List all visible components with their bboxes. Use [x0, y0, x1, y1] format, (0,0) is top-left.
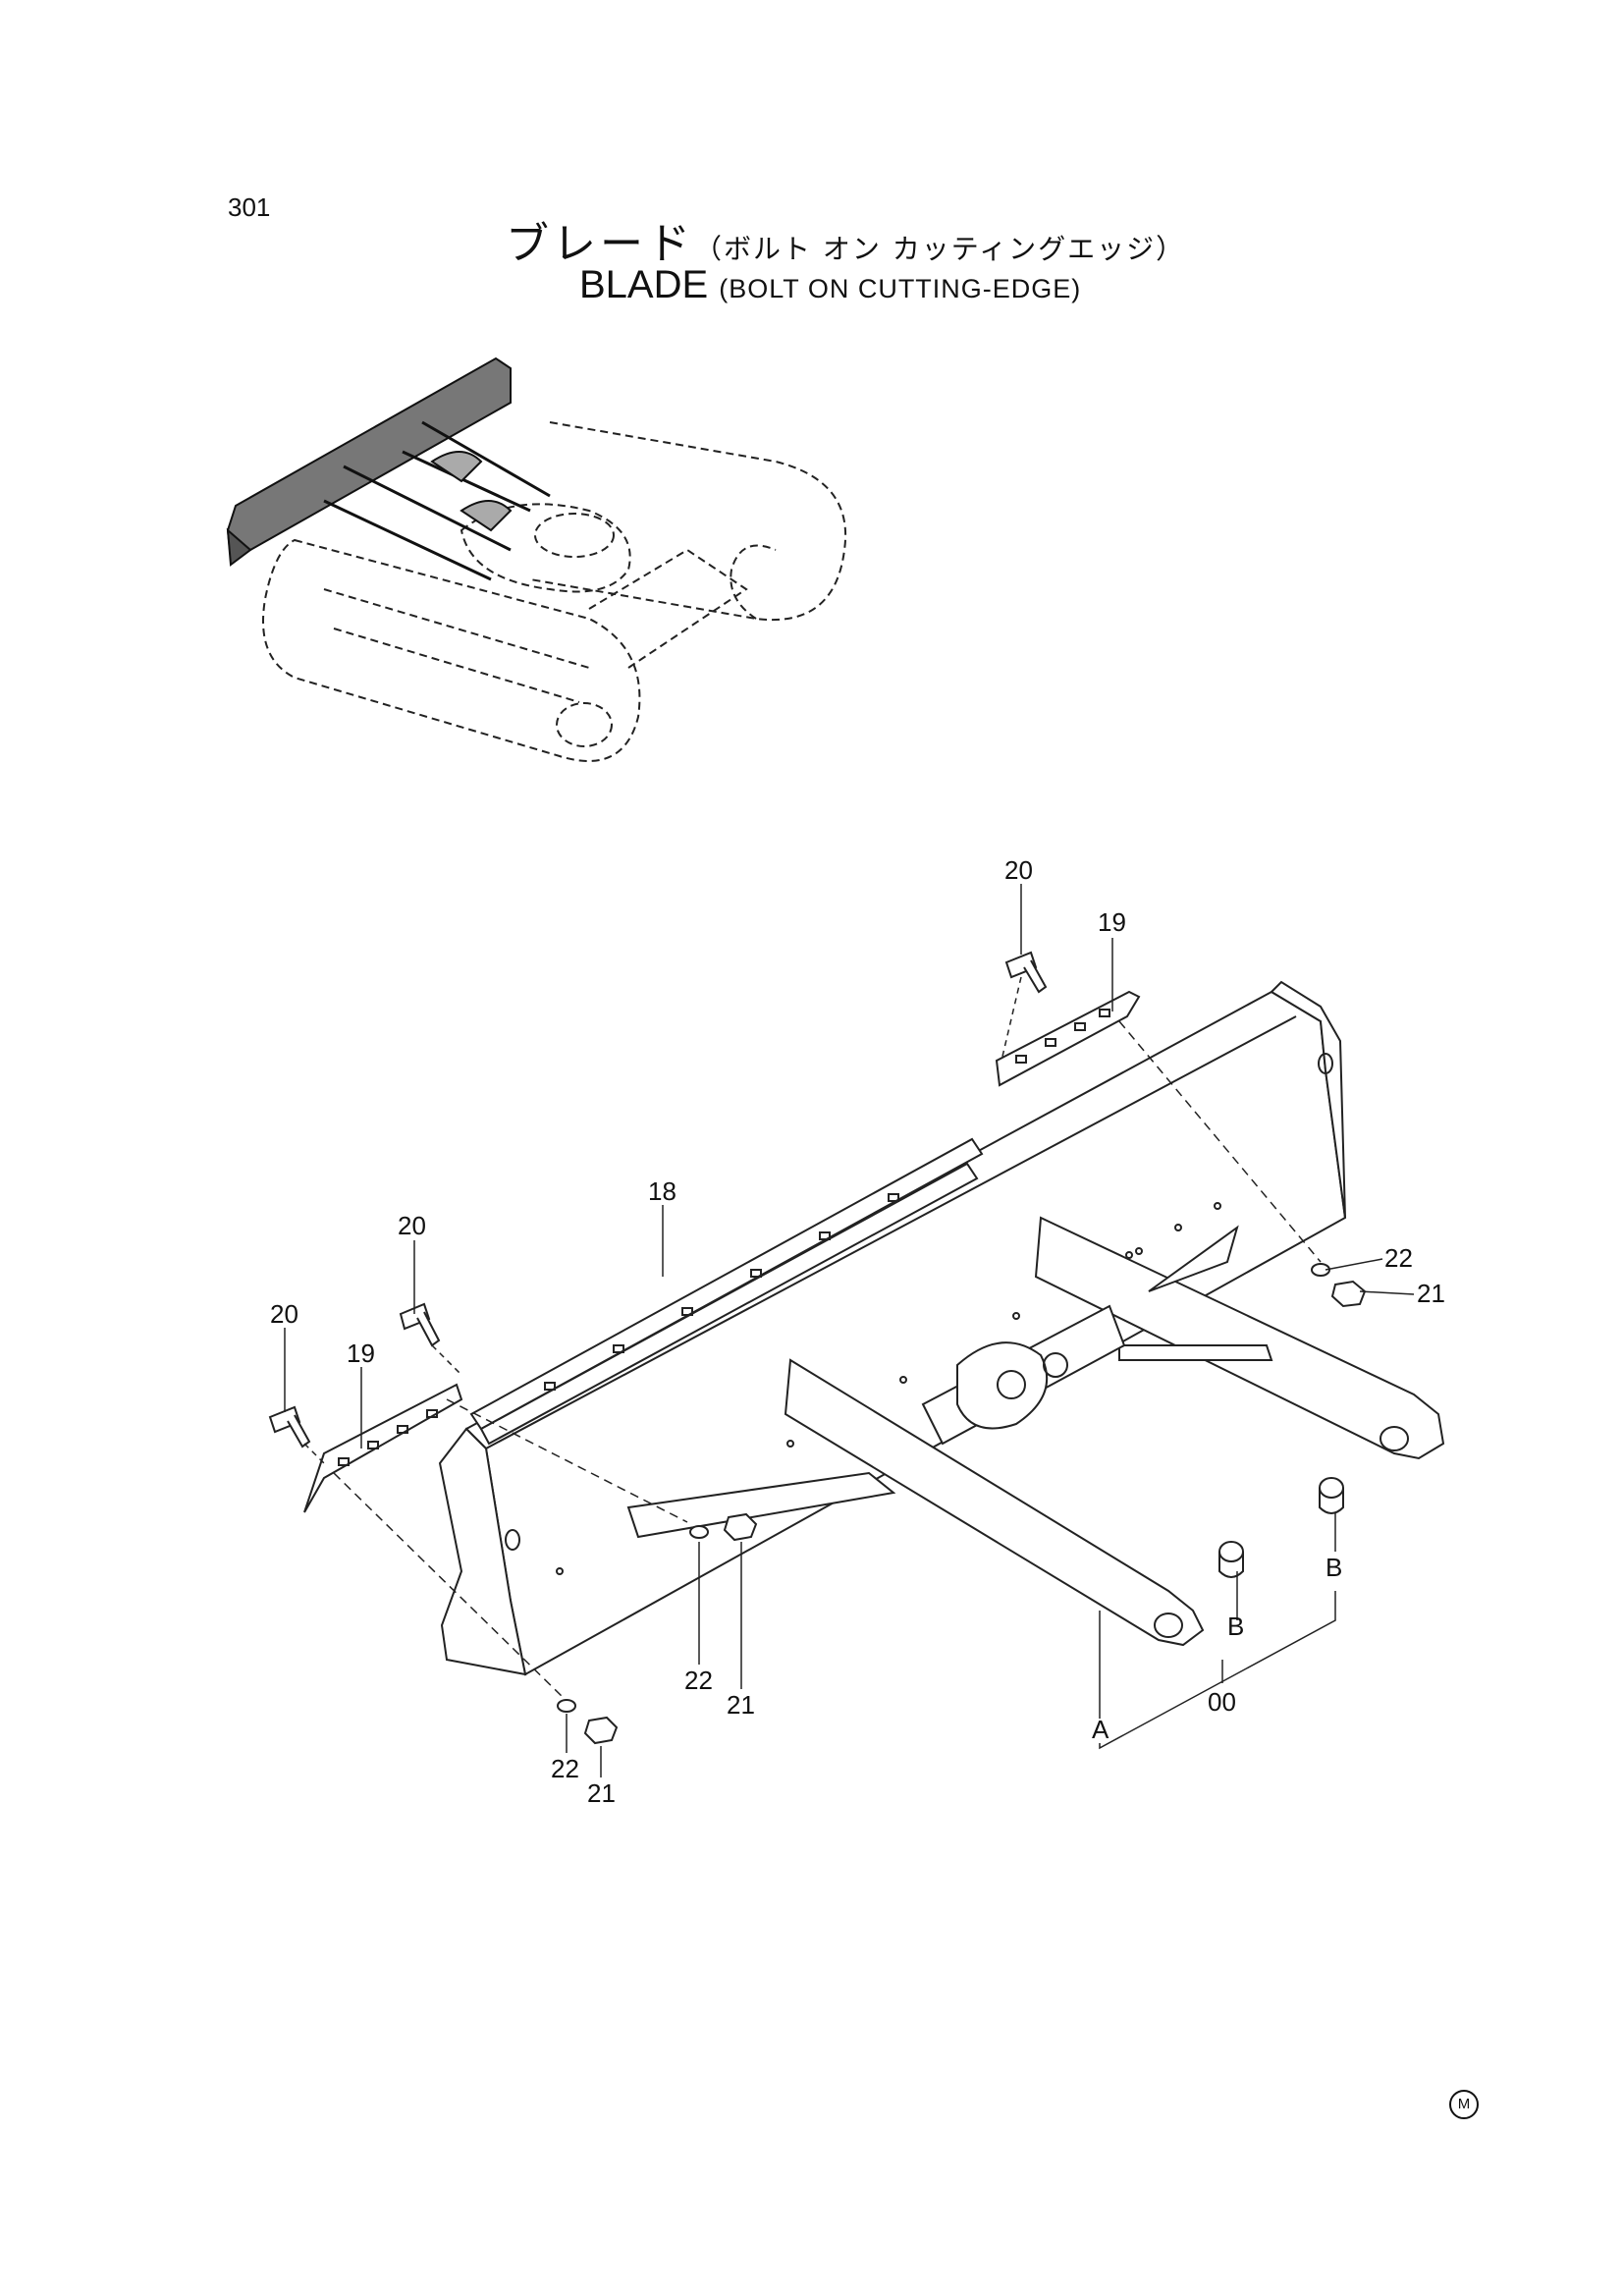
- callout-B-right: B: [1325, 1553, 1342, 1582]
- washer-icon: [557, 1699, 576, 1713]
- nut-icon: [723, 1512, 758, 1542]
- callout-20-left: 20: [270, 1299, 298, 1329]
- callout-21-right: 21: [1417, 1279, 1445, 1308]
- callout-22-right: 22: [1384, 1243, 1413, 1273]
- callout-18: 18: [648, 1176, 676, 1206]
- nut-icon: [583, 1716, 619, 1745]
- callout-A: A: [1092, 1715, 1109, 1744]
- title-japanese: ブレード（ボルト オン カッティングエッジ）: [506, 208, 1185, 271]
- nut-icon: [1330, 1280, 1367, 1308]
- callout-19-top: 19: [1098, 907, 1126, 937]
- blade-assembly: [303, 980, 1445, 1676]
- title-english-sub: (BOLT ON CUTTING-EDGE): [719, 274, 1082, 303]
- callout-00: 00: [1208, 1687, 1236, 1717]
- title-japanese-main: ブレード: [506, 219, 694, 269]
- callout-21-center: 21: [727, 1690, 755, 1720]
- callout-20-mid: 20: [398, 1211, 426, 1240]
- callout-20-top: 20: [1004, 855, 1033, 885]
- page-number: 301: [228, 192, 271, 222]
- trademark-circle-m: M: [1449, 2090, 1479, 2119]
- hardware: [268, 951, 1367, 1745]
- callout-19-left: 19: [347, 1339, 375, 1368]
- title-japanese-sub: （ボルト オン カッティングエッジ）: [694, 233, 1186, 265]
- callout-22-center: 22: [684, 1666, 713, 1695]
- leader-lines: [284, 884, 1415, 1777]
- title-english-main: BLADE: [579, 263, 709, 306]
- overview-illustration: [226, 356, 847, 762]
- callout-21-bottom: 21: [587, 1778, 616, 1808]
- title-english: BLADE (BOLT ON CUTTING-EDGE): [579, 263, 1081, 307]
- callout-B-left: B: [1227, 1612, 1244, 1641]
- callout-22-bottom: 22: [551, 1754, 579, 1783]
- bolt-icon: [399, 1302, 431, 1331]
- cutting-edge-holes: [544, 1193, 899, 1391]
- washer-icon: [689, 1525, 709, 1539]
